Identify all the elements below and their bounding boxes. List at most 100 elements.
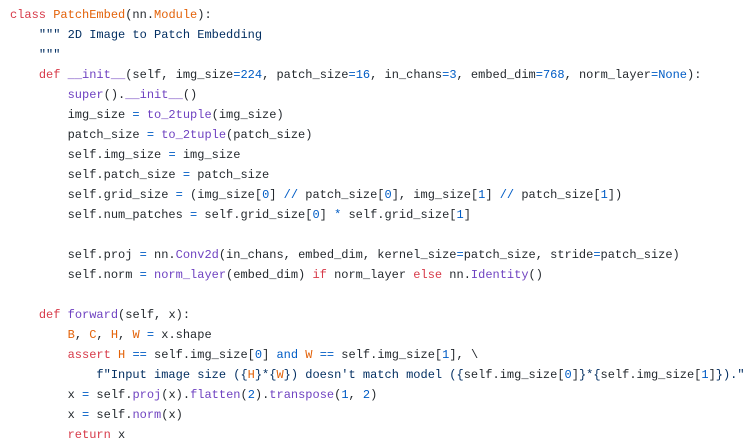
code-token xyxy=(313,348,320,362)
code-token xyxy=(10,348,68,362)
code-token: self.num_patches xyxy=(10,208,191,222)
code-line: self.img_size = img_size xyxy=(10,145,745,165)
code-token: 1 xyxy=(442,348,450,362)
code-token: ] xyxy=(269,188,284,202)
code-token: ] xyxy=(571,368,579,382)
code-token: , in_chans xyxy=(370,68,443,82)
code-token: = xyxy=(146,328,155,342)
code-token: 768 xyxy=(542,68,565,82)
code-token: norm_layer xyxy=(154,268,227,282)
code-token: (patch_size) xyxy=(226,128,313,142)
code-token: """ 2D Image to Patch Embedding xyxy=(38,28,263,42)
code-token: self.img_size[ xyxy=(146,348,255,362)
code-line: return x xyxy=(10,425,745,445)
code-token: H xyxy=(247,368,255,382)
code-token: Module xyxy=(154,8,198,22)
code-token: ) xyxy=(370,388,378,402)
code-token: ( xyxy=(334,388,342,402)
code-token: (). xyxy=(103,88,126,102)
code-token: """ xyxy=(38,48,61,62)
code-token: nn. xyxy=(442,268,471,282)
code-token: () xyxy=(528,268,543,282)
code-token: 1 xyxy=(600,188,608,202)
code-token: ): xyxy=(197,8,212,22)
code-token: // xyxy=(283,188,299,202)
code-line: self.proj = nn.Conv2d(in_chans, embed_di… xyxy=(10,245,745,265)
code-token: self.img_size[ xyxy=(600,368,702,382)
code-token: (nn. xyxy=(125,8,155,22)
code-token: ] xyxy=(485,188,500,202)
code-line: B, C, H, W = x.shape xyxy=(10,325,745,345)
code-line xyxy=(10,285,745,305)
code-line: def forward(self, x): xyxy=(10,305,745,325)
code-token: = xyxy=(132,108,140,122)
code-token: 1 xyxy=(341,388,349,402)
code-token: == xyxy=(132,348,147,362)
code-token: = xyxy=(650,68,659,82)
code-token: = xyxy=(139,248,147,262)
code-token: (img_size[ xyxy=(182,188,263,202)
code-token: PatchEmbed xyxy=(53,8,126,22)
code-token: 224 xyxy=(240,68,263,82)
code-token: = xyxy=(190,208,198,222)
code-line: x = self.proj(x).flatten(2).transpose(1,… xyxy=(10,385,745,405)
code-token: () xyxy=(182,88,198,102)
code-token: and xyxy=(276,348,299,362)
code-token: = xyxy=(456,248,464,262)
code-token xyxy=(10,28,39,42)
code-token: ] xyxy=(319,208,335,222)
code-token: B xyxy=(67,328,75,342)
code-token: = xyxy=(168,148,176,162)
code-token: // xyxy=(499,188,515,202)
code-token: , norm_layer xyxy=(564,68,651,82)
code-line: patch_size = to_2tuple(patch_size) xyxy=(10,125,745,145)
code-token: , xyxy=(118,328,133,342)
code-token: 0 xyxy=(254,348,263,362)
code-token: (self, img_size xyxy=(125,68,234,82)
code-token: x xyxy=(10,388,83,402)
code-token: " xyxy=(737,368,745,382)
code-token: ], \ xyxy=(449,348,479,362)
code-token: C xyxy=(89,328,97,342)
code-token: img_size xyxy=(10,108,133,122)
code-token: 16 xyxy=(355,68,371,82)
code-token: ] xyxy=(708,368,716,382)
code-token: 0 xyxy=(262,188,270,202)
code-token: self.grid_size xyxy=(10,188,176,202)
code-token: __init__ xyxy=(67,68,126,82)
code-token: patch_size[ xyxy=(514,188,601,202)
code-token: ). xyxy=(254,388,270,402)
code-token xyxy=(10,428,68,442)
code-line: img_size = to_2tuple(img_size) xyxy=(10,105,745,125)
code-token: }*{ xyxy=(254,368,277,382)
code-token: }). xyxy=(715,368,738,382)
code-token: patch_size, stride xyxy=(463,248,594,262)
code-token: if xyxy=(312,268,327,282)
code-token: , patch_size xyxy=(262,68,349,82)
code-token xyxy=(10,48,39,62)
code-token: 0 xyxy=(384,188,392,202)
code-line: self.num_patches = self.grid_size[0] * s… xyxy=(10,205,745,225)
code-token: ( xyxy=(240,388,248,402)
code-token: ): xyxy=(687,68,702,82)
code-token: to_2tuple xyxy=(146,108,212,122)
code-token: self.proj xyxy=(10,248,140,262)
code-token: 1 xyxy=(701,368,709,382)
code-token: def xyxy=(38,68,68,82)
code-token: = xyxy=(175,188,183,202)
code-token: patch_size) xyxy=(600,248,680,262)
code-token: = xyxy=(348,68,356,82)
code-token: H xyxy=(118,348,126,362)
code-line: self.norm = norm_layer(embed_dim) if nor… xyxy=(10,265,745,285)
code-token: else xyxy=(413,268,443,282)
code-line: super().__init__() xyxy=(10,85,745,105)
code-token: (in_chans, embed_dim, kernel_size xyxy=(218,248,457,262)
code-token: = xyxy=(442,68,450,82)
code-token: 1 xyxy=(478,188,486,202)
code-token: transpose xyxy=(269,388,335,402)
code-token: f"Input image size ({ xyxy=(96,368,248,382)
code-token: proj xyxy=(132,388,162,402)
code-token: == xyxy=(319,348,335,362)
code-token: , xyxy=(74,328,90,342)
code-line: """ 2D Image to Patch Embedding xyxy=(10,25,745,45)
